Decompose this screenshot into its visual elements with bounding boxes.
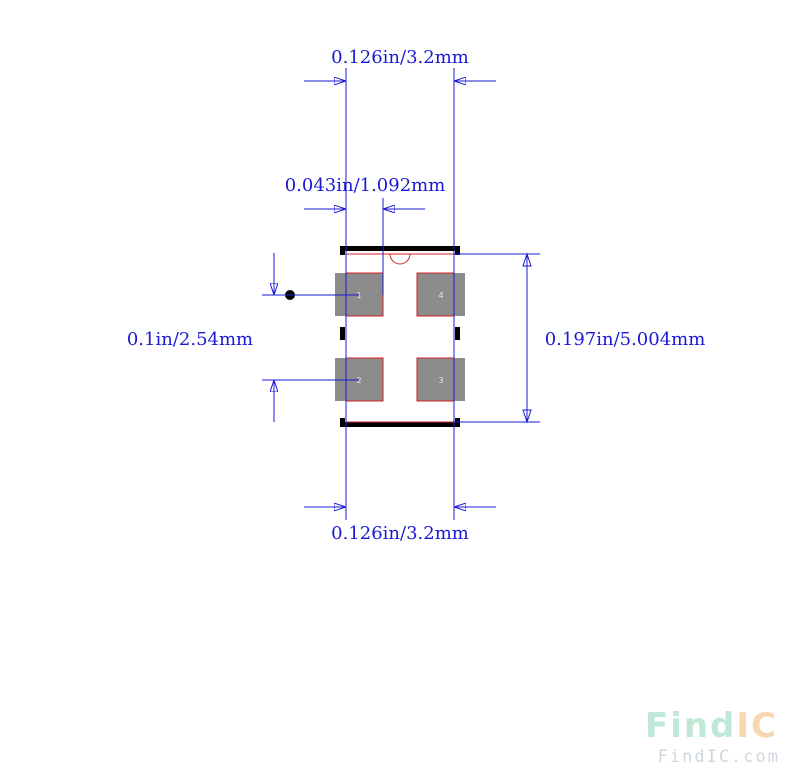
pin1-notch [389,253,411,265]
pads: 1 4 2 3 [335,273,465,401]
pad-4 [417,273,465,316]
pad-number: 3 [438,376,443,385]
pad-3 [417,358,465,401]
pad-number: 4 [438,291,443,300]
dim-label-pitch: 0.1in/2.54mm [127,329,253,350]
findic-watermark: FindIC FindIC.com [645,706,780,767]
dim-label-bottom-width: 0.126in/3.2mm [331,523,469,544]
dimension-lines [262,68,540,520]
dim-label-pad-width: 0.043in/1.092mm [285,175,446,196]
dim-label-top-width: 0.126in/3.2mm [331,47,469,68]
dim-label-height: 0.197in/5.004mm [545,329,706,350]
watermark-logo: FindIC [645,706,778,746]
watermark-site: FindIC.com [658,747,780,767]
